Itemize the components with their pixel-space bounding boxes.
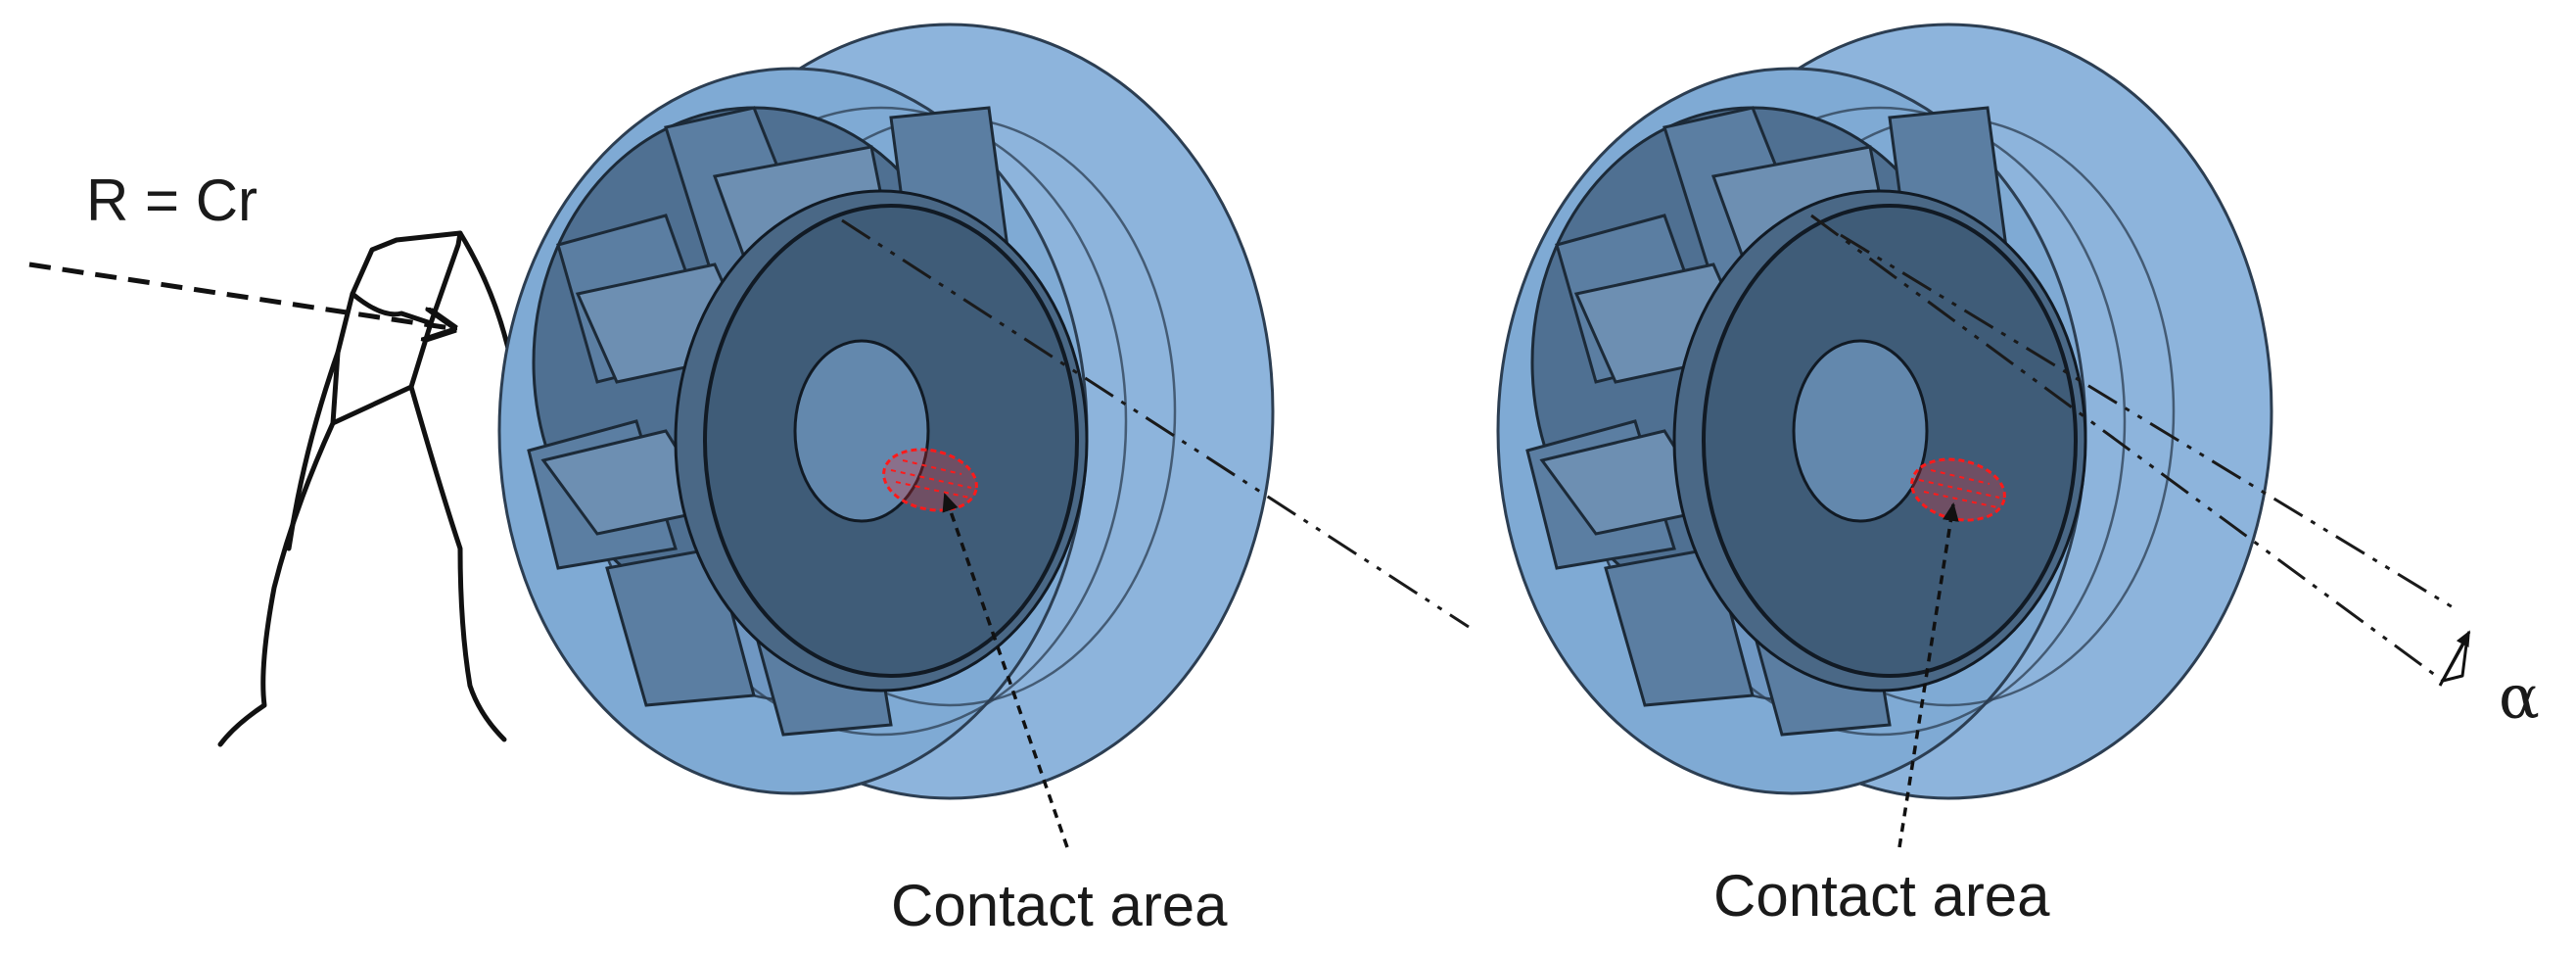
rotation-axis-tilted (1810, 214, 2444, 683)
contact-leader (1897, 501, 1959, 848)
sketch-left-strand (286, 350, 341, 551)
caption-aligned: Contact area (891, 873, 1228, 938)
sketch-left-leg (217, 420, 336, 747)
angle-symbol: α (2499, 661, 2540, 733)
equation-label: R = Cr (86, 167, 258, 233)
rotation-axis (841, 218, 1470, 629)
rotation-axis-reference (1840, 233, 2454, 609)
sketch-upper-block (330, 230, 463, 426)
contact-area-mark (1910, 457, 2006, 522)
sketch-inner-edge (350, 291, 434, 326)
angle-indicator (2438, 630, 2471, 687)
caption-misaligned: Contact area (1713, 863, 2050, 929)
gear-assembly-aligned (497, 23, 1470, 848)
sketch-right-leg (408, 384, 507, 742)
hand-sketch: R = Cr (28, 167, 561, 747)
dashed-arrow (28, 262, 450, 328)
gear-assembly-misaligned (1496, 23, 2471, 848)
